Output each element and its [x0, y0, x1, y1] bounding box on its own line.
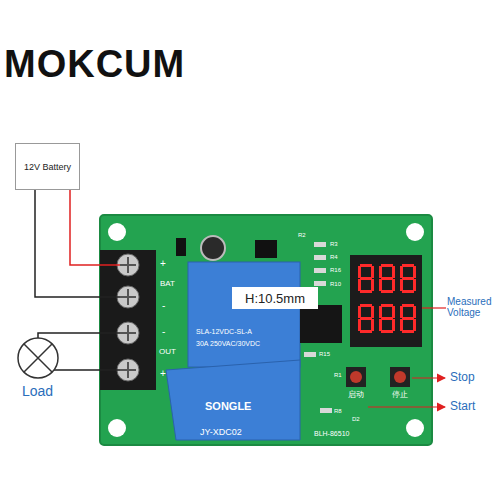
- part-name: R10: [330, 281, 341, 288]
- lamp-symbol: [18, 338, 58, 378]
- callout-arrow: [412, 377, 445, 378]
- terminal-block: [100, 250, 156, 390]
- terminal-sign: +: [160, 368, 166, 379]
- digit-segments: [379, 304, 395, 333]
- callout-label: Stop: [450, 371, 475, 384]
- mount-hole: [108, 223, 126, 241]
- mount-hole: [406, 223, 424, 241]
- digit-segments: [400, 264, 416, 293]
- part-name: R16: [330, 267, 341, 274]
- mount-hole: [108, 419, 126, 437]
- start-button: [346, 367, 366, 387]
- board-model: JY-XDC02: [200, 428, 242, 438]
- relay-base: [166, 360, 300, 440]
- regulator: [255, 240, 277, 258]
- battery-box: 12V Battery: [15, 143, 80, 190]
- leader-line: [422, 307, 446, 308]
- part-name: R15: [319, 351, 330, 358]
- load-label: Load: [22, 384, 53, 399]
- diode: [176, 238, 186, 256]
- brand-logo: MOKCUM: [4, 44, 185, 86]
- relay-model: SLA-12VDC-SL-A: [196, 328, 252, 336]
- digit-segments: [400, 304, 416, 333]
- battery-negative-wire: [35, 190, 120, 297]
- capacitor: [201, 236, 225, 260]
- display-digits: [358, 264, 416, 333]
- terminal-sign: +: [160, 258, 166, 269]
- part-name: D2: [352, 416, 360, 423]
- node-text: 12V Battery: [24, 162, 71, 172]
- mount-hole: [406, 419, 424, 437]
- lamp-cross: [24, 344, 52, 372]
- terminal-name: BAT: [160, 280, 175, 289]
- ic-chip: [300, 305, 342, 343]
- relay-rating: 30A 250VAC/30VDC: [196, 340, 260, 348]
- relay: [188, 262, 300, 367]
- terminal-screws: [117, 254, 139, 381]
- button-text: 停止: [392, 391, 408, 400]
- terminal-name: OUT: [159, 348, 176, 357]
- callout-label: Measured Voltage: [447, 296, 497, 318]
- relay-brand: SONGLE: [205, 400, 251, 412]
- part-name: R1: [334, 372, 342, 379]
- node-text: H:10.5mm: [245, 291, 305, 306]
- stop-button: [390, 367, 410, 387]
- digit-segments: [358, 304, 374, 333]
- part-name: R2: [298, 232, 306, 239]
- part-name: R3: [330, 241, 338, 248]
- terminal-sign: -: [162, 300, 165, 311]
- digit-segments: [379, 264, 395, 293]
- part-name: R8: [334, 408, 342, 415]
- digit-segments: [358, 264, 374, 293]
- board-code: BLH-86510: [314, 430, 349, 438]
- load-wire: [38, 333, 120, 338]
- part-name: R4: [330, 254, 338, 261]
- button-text: 启动: [348, 391, 364, 400]
- smd-resistors: [304, 242, 332, 413]
- callout-label: Start: [450, 400, 475, 413]
- seven-segment-display: [350, 255, 422, 347]
- terminal-sign: -: [162, 326, 165, 337]
- pcb-board: [100, 215, 432, 445]
- height-dimension-box: H:10.5mm: [232, 287, 318, 309]
- battery-positive-wire: [70, 190, 120, 265]
- callout-arrow: [368, 406, 445, 407]
